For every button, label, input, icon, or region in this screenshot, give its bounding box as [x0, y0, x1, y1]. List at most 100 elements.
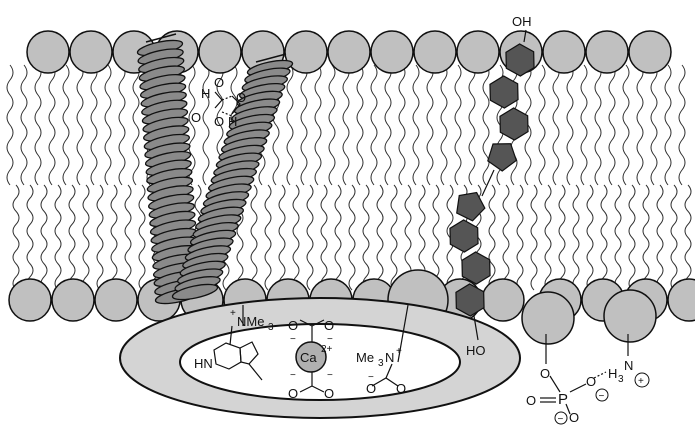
lipid-head-top — [327, 30, 371, 74]
label-po-o3: O — [586, 374, 596, 389]
lipid-head-phosphate — [521, 291, 575, 345]
lipid-head-bottom — [667, 278, 695, 322]
lipid-tail-bottom — [306, 184, 314, 291]
label-h3n-n: N — [624, 358, 633, 373]
acid-bond-left — [214, 91, 223, 109]
minus-circle-icon-2 — [554, 411, 568, 425]
lipid-tail-top — [454, 64, 462, 186]
lipid-head-bottom — [481, 278, 525, 322]
sterol-ring-c-bottom — [449, 219, 479, 253]
sterol-molecules — [449, 29, 535, 341]
lipid-tail-bottom — [320, 184, 328, 291]
sterol-tail-top — [481, 169, 495, 197]
lipid-tail-top — [300, 64, 308, 186]
lipid-tail-bottom — [628, 184, 636, 291]
label-oh-top: OH — [512, 14, 532, 29]
lipid-head-amine — [603, 289, 657, 343]
plus-circle-icon — [634, 372, 650, 388]
label-cooh-o6: O — [396, 381, 406, 396]
lipid-tail-top — [328, 64, 336, 186]
lipid-tail-bottom — [586, 184, 594, 291]
label-nme3: NMe — [237, 314, 264, 329]
lipid-tail-top — [118, 64, 126, 186]
lipid-tail-top — [62, 64, 70, 186]
label-hn: HN — [194, 356, 213, 371]
lipid-tail-bottom — [12, 184, 20, 291]
lipid-head-top — [69, 30, 113, 74]
lipid-head-top — [26, 30, 70, 74]
lipid-tail-top — [580, 64, 588, 186]
lipid-tail-bottom — [390, 184, 398, 291]
lipid-tail-bottom — [68, 184, 76, 291]
trp-link — [229, 325, 233, 346]
lipid-tail-top — [552, 64, 560, 186]
lipid-tail-bottom — [138, 184, 146, 291]
lipid-head-top — [585, 30, 629, 74]
sterol-ring-a-bottom — [455, 283, 485, 317]
lipid-tail-bottom — [348, 184, 356, 291]
sterol-ring-c-top — [499, 107, 529, 141]
po-bond-3 — [565, 403, 571, 415]
label-cooh-o3: O — [288, 386, 298, 401]
lipid-head-top — [198, 30, 242, 74]
helix-cap — [255, 53, 287, 63]
helix-cap — [145, 33, 177, 43]
label-cooh-o2: O — [324, 318, 334, 333]
label-cooh-minus4: − — [327, 370, 333, 381]
lipid-tail-top — [286, 64, 294, 186]
carboxylate-right-stem — [385, 363, 393, 379]
label-acid-h2: H — [228, 114, 237, 129]
lipid-tail-top — [48, 64, 56, 186]
lipid-tail-top — [594, 64, 602, 186]
po-bond-2 — [569, 383, 587, 393]
lipid-tail-top — [482, 64, 490, 186]
lipid-tail-bottom — [642, 184, 650, 291]
lipid-tail-bottom — [572, 184, 580, 291]
label-nme3-sub: 3 — [268, 322, 274, 333]
label-me3n-me: Me — [356, 350, 374, 365]
sterol-oh-bond-top — [523, 29, 527, 43]
lipid-head-top — [413, 30, 457, 74]
label-acid-o1: O — [214, 75, 224, 90]
lipid-tail-top — [664, 64, 672, 186]
sterol-ring-a-top — [505, 43, 535, 77]
label-po-o4: O — [569, 410, 579, 425]
lipid-head-top — [542, 30, 586, 74]
lipid-tail-bottom — [502, 184, 510, 291]
sterol-ring-d-top — [487, 143, 518, 172]
lipid-tail-top — [678, 64, 686, 186]
top-leaflet-heads — [26, 30, 672, 74]
label-cooh-minus3: − — [290, 370, 296, 381]
lipid-tail-top — [6, 64, 14, 186]
lipid-tail-top — [76, 64, 84, 186]
lipid-tail-top — [202, 64, 210, 186]
lipid-tail-top — [622, 64, 630, 186]
label-cooh-minus2: − — [327, 334, 333, 345]
lipid-tail-bottom — [544, 184, 552, 291]
lipid-tail-bottom — [558, 184, 566, 291]
sterol-ring-b-bottom — [461, 251, 491, 285]
lipid-tail-top — [636, 64, 644, 186]
transmembrane-helix-right — [171, 53, 294, 301]
lipid-tail-bottom — [516, 184, 524, 291]
label-cooh-minus5: − — [368, 372, 374, 383]
label-p: P — [558, 391, 568, 408]
lipid-tail-bottom — [432, 184, 440, 291]
label-ca-charge: 2+ — [321, 344, 333, 355]
label-me3n-plus: + — [396, 346, 402, 357]
lipid-tail-bottom — [40, 184, 48, 291]
label-nme3-plus: + — [230, 308, 236, 319]
lipid-tail-top — [650, 64, 658, 186]
label-h3n-sub: 3 — [618, 374, 624, 385]
acid-dimer — [214, 91, 241, 117]
label-minus-circle-2: − — [558, 414, 564, 425]
label-po-o1: O — [540, 366, 550, 381]
me3n-stalk — [397, 304, 409, 363]
label-acid-o3: O — [191, 110, 201, 125]
calcium-ion — [295, 341, 327, 373]
sterol-ring-b-top — [489, 75, 519, 109]
lipid-tail-top — [132, 64, 140, 186]
lipid-tail-bottom — [684, 184, 692, 291]
